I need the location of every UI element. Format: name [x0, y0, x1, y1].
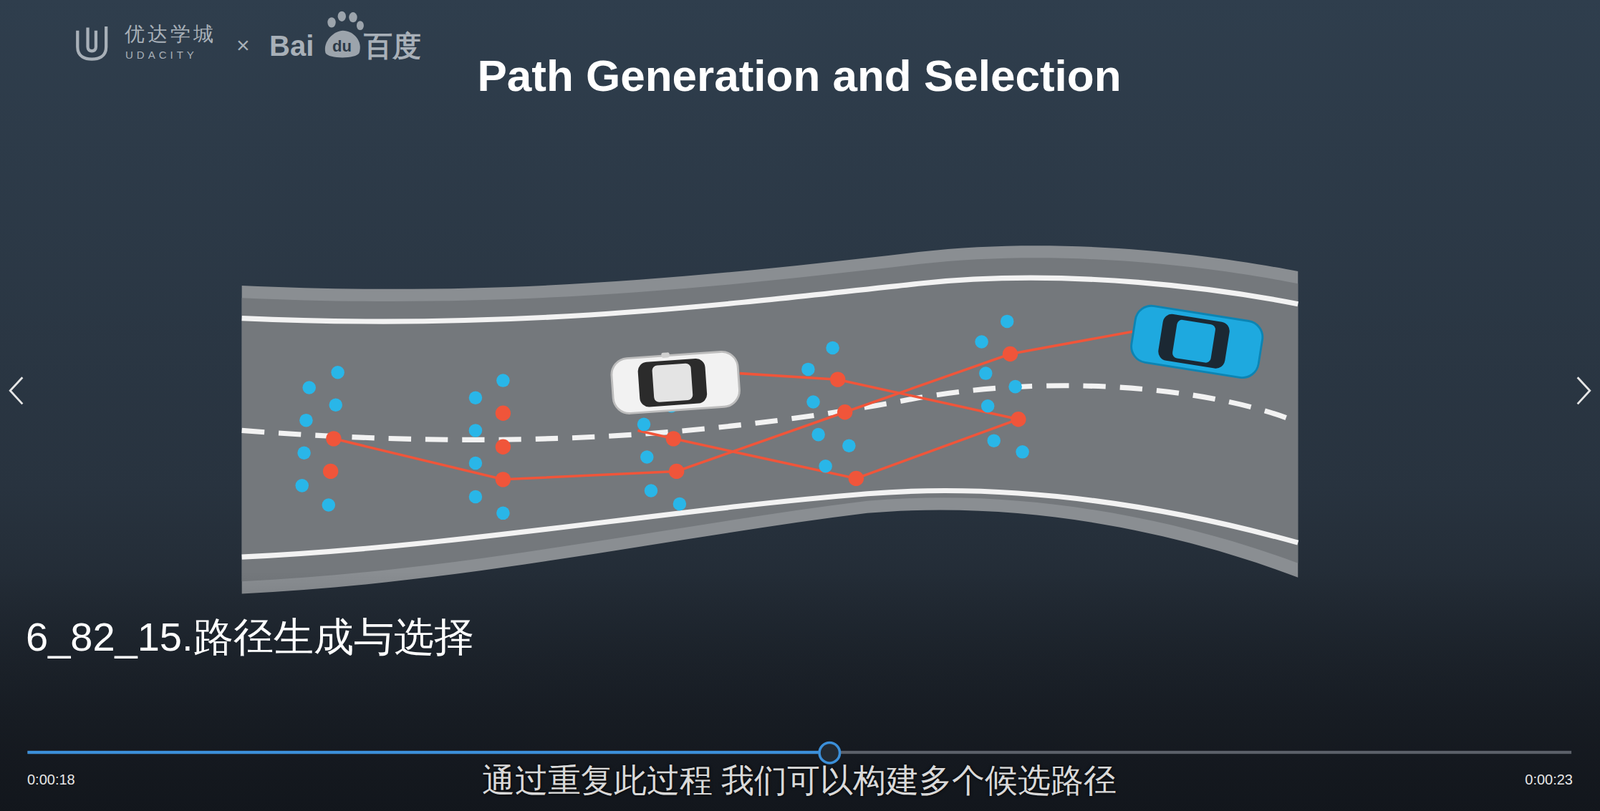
progress-knob — [819, 743, 840, 765]
time-elapsed: 0:00:18 — [27, 772, 76, 789]
blue-car — [1128, 303, 1265, 381]
player-shade — [0, 571, 1600, 811]
road-shoulder — [242, 245, 1299, 594]
prev-chevron — [10, 377, 23, 404]
progress-track — [27, 751, 1572, 755]
next-chevron — [1577, 377, 1590, 404]
slide-title: Path Generation and Selection — [476, 50, 1121, 101]
video-title: 6_82_15.路径生成与选择 — [25, 614, 475, 661]
road — [242, 257, 1299, 582]
brand-name: du — [332, 37, 352, 56]
brand-name: Bai — [269, 29, 314, 63]
lane-divider — [242, 386, 1299, 441]
brand-name: 百度 — [363, 29, 422, 63]
road-edge-line — [242, 491, 1299, 558]
sample-points — [295, 315, 1029, 520]
baidu-paw — [325, 11, 364, 59]
udacity-logo — [77, 26, 106, 60]
subtitle: 通过重复此过程 我们可以构建多个候选路径 — [482, 762, 1118, 800]
candidate-paths — [333, 331, 1134, 480]
progress-fill — [27, 751, 830, 755]
time-total: 0:00:23 — [1524, 772, 1573, 789]
brand-separator: × — [236, 32, 250, 59]
brand-name: UDACITY — [125, 48, 198, 61]
white-car — [610, 348, 741, 415]
brand-name: 优达学城 — [124, 22, 217, 46]
selected-points — [323, 346, 1027, 488]
